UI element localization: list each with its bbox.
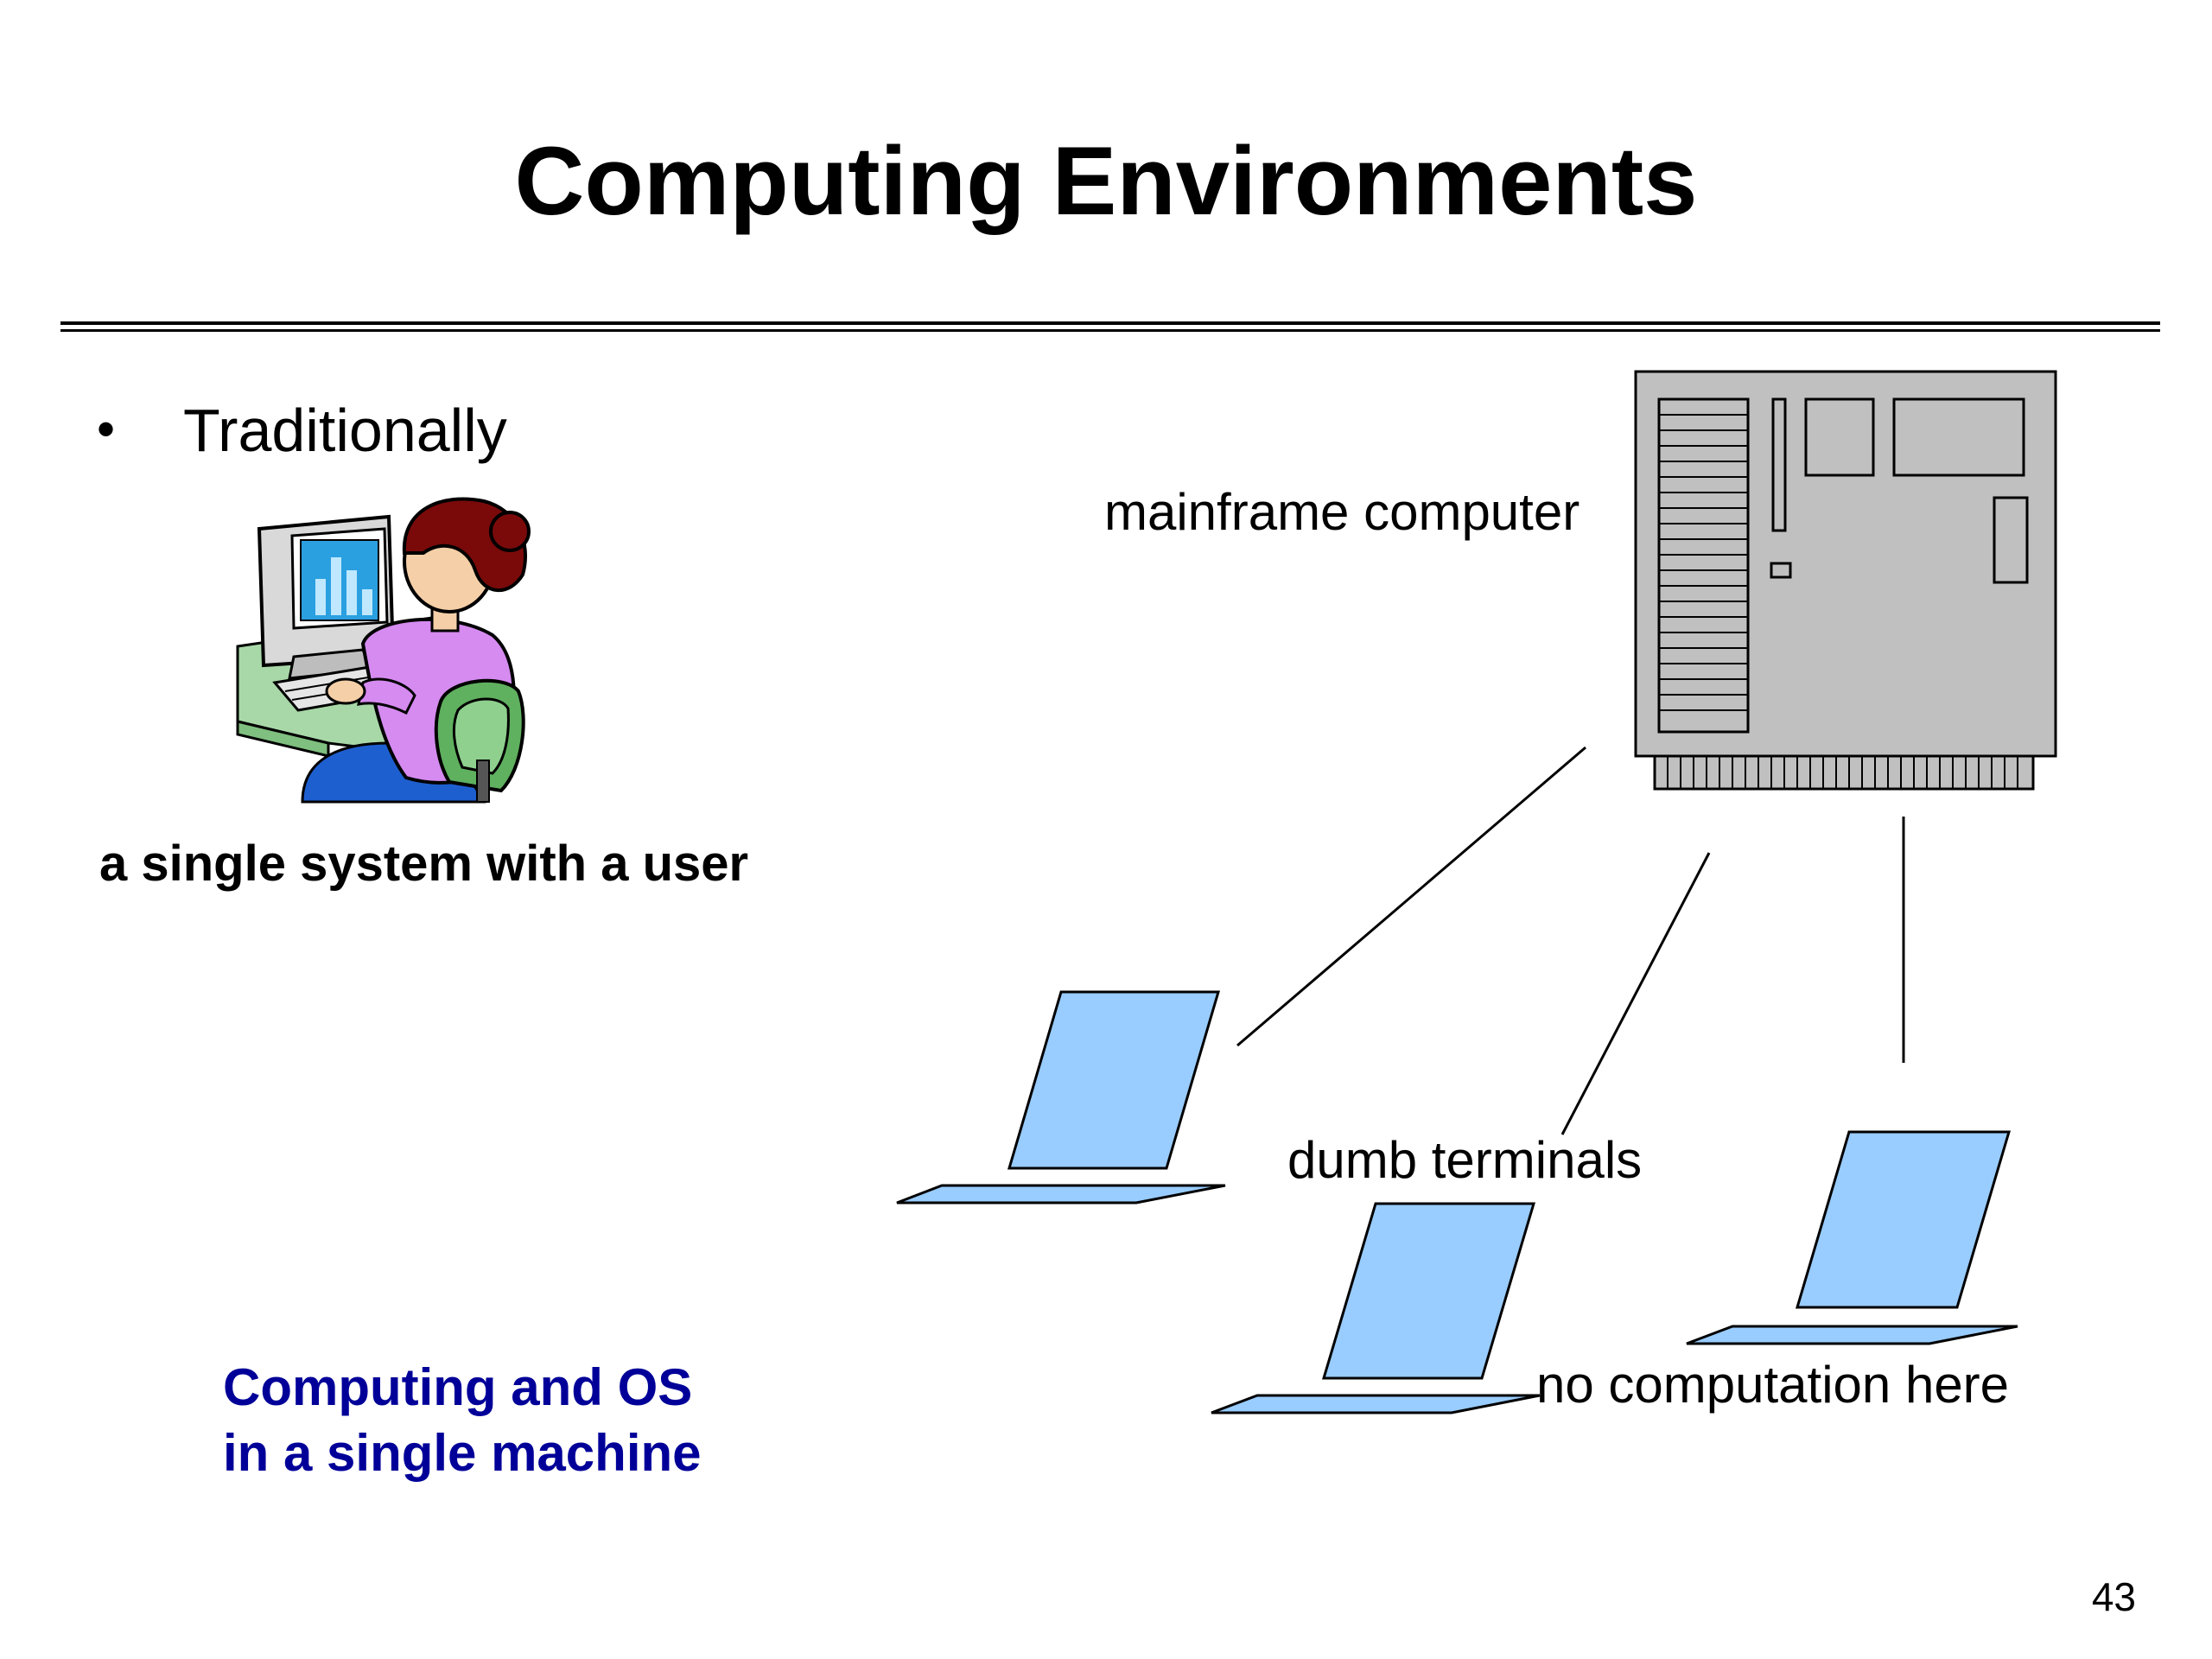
bullet-text: Traditionally (183, 397, 507, 464)
link-terminal-1 (1236, 746, 1586, 1047)
terminal-3-icon (1686, 1130, 2018, 1345)
mainframe-computer-icon (1634, 370, 2057, 791)
slide-title: Computing Environments (514, 127, 1698, 235)
title-divider-top (60, 321, 2160, 325)
page-number: 43 (2091, 1574, 2136, 1619)
link-terminal-2 (1560, 852, 1711, 1135)
terminal-1-icon (896, 990, 1226, 1205)
note-line-1: Computing and OS (223, 1358, 693, 1416)
note-line-2: in a single machine (223, 1424, 702, 1482)
single-machine-note: Computing and OS in a single machine (223, 1355, 702, 1486)
connection-lines (1236, 746, 1905, 1135)
title-divider-bottom (60, 329, 2160, 332)
bullet-mark: • (97, 400, 116, 458)
no-computation-label: no computation here (1536, 1356, 2010, 1414)
computer-monitor-icon (257, 514, 396, 680)
user-caption: a single system with a user (99, 836, 749, 892)
terminal-2-icon (1211, 1202, 1541, 1414)
dumb-terminals-label: dumb terminals (1287, 1131, 1643, 1189)
chair-icon (434, 678, 525, 803)
mainframe-label: mainframe computer (1104, 483, 1580, 541)
